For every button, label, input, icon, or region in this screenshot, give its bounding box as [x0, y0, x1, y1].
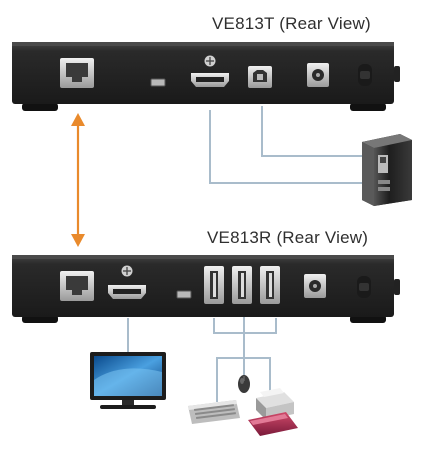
- usb-a-port-icon: [232, 266, 252, 304]
- usb-a-port-icon: [204, 266, 224, 304]
- hdmi-cable-to-pc: [209, 110, 364, 184]
- ve813t-unit: [12, 42, 400, 111]
- ground-screw-icon: [121, 265, 133, 277]
- usb-cable-to-pc: [261, 106, 364, 157]
- receiver-title: VE813R (Rear View): [207, 228, 369, 247]
- link-arrow: [71, 113, 85, 247]
- mini-usb-port-icon: [176, 290, 192, 299]
- mouse-icon: [238, 375, 250, 393]
- usb-b-port-icon: [248, 66, 272, 88]
- dc-power-jack-icon: [304, 274, 326, 298]
- usb-a-port-icon: [260, 266, 280, 304]
- cables: [127, 106, 364, 402]
- printer-icon: [248, 388, 298, 436]
- ground-screw-icon: [204, 55, 216, 67]
- monitor-icon: [90, 352, 166, 409]
- hdmi-port-icon: [191, 73, 229, 87]
- rj45-port-icon: [60, 271, 94, 301]
- usb-cable-to-printer: [244, 357, 271, 395]
- mini-usb-port-icon: [150, 78, 166, 87]
- pc-tower-icon: [362, 134, 412, 206]
- dc-power-jack-icon: [307, 63, 329, 87]
- hdmi-port-icon: [108, 285, 146, 299]
- transmitter-title: VE813T (Rear View): [212, 14, 371, 33]
- keyboard-icon: [188, 400, 240, 424]
- ve813r-unit: [12, 255, 400, 323]
- rj45-port-icon: [60, 58, 94, 88]
- usb-cable-to-keyboard: [216, 357, 244, 402]
